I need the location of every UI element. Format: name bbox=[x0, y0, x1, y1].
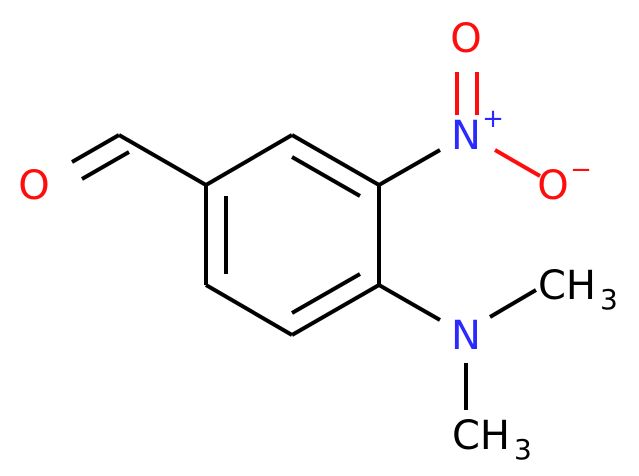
nitro-oxygen-single-label: O bbox=[537, 163, 568, 209]
aldehyde-group: O bbox=[18, 133, 207, 209]
ring-to-nitro-bond bbox=[378, 148, 441, 187]
nitro-oxygen-double-label: O bbox=[450, 16, 481, 62]
nitro-negative-charge: − bbox=[570, 155, 592, 185]
aldehyde-co-double-bond-lower bbox=[81, 150, 130, 181]
aldehyde-c-bond bbox=[118, 133, 207, 187]
benzene-ring bbox=[204, 133, 381, 337]
ring-to-amine-bond bbox=[378, 283, 441, 322]
ring-bond-c2-c3-inner bbox=[291, 155, 361, 198]
upper-methyl-ch: CH bbox=[538, 263, 596, 309]
nitro-nitrogen-label: N bbox=[451, 113, 481, 159]
dimethylamino-group: N CH 3 CH 3 bbox=[378, 263, 618, 466]
ring-bond-c5-c6 bbox=[204, 283, 294, 337]
amine-to-upper-methyl-bond bbox=[488, 288, 538, 319]
aldehyde-oxygen-label: O bbox=[18, 163, 49, 209]
ring-bond-c1-c2 bbox=[204, 133, 294, 187]
upper-methyl-subscript: 3 bbox=[600, 283, 618, 316]
lower-methyl-label: CH 3 bbox=[452, 413, 532, 466]
lower-methyl-subscript: 3 bbox=[514, 433, 532, 466]
amine-nitrogen-label: N bbox=[451, 313, 481, 359]
nitro-positive-charge: + bbox=[482, 104, 504, 134]
ring-bond-c2-c3 bbox=[291, 133, 380, 187]
ring-bond-c4-c5 bbox=[291, 283, 380, 337]
nitro-group: N + O O − bbox=[378, 16, 592, 209]
upper-methyl-label: CH 3 bbox=[538, 263, 618, 316]
ring-bond-c4-c5-inner bbox=[291, 272, 361, 315]
aldehyde-co-double-bond-upper bbox=[71, 133, 120, 164]
nitro-n-o-single-bond bbox=[493, 148, 542, 178]
lower-methyl-ch: CH bbox=[452, 413, 510, 459]
